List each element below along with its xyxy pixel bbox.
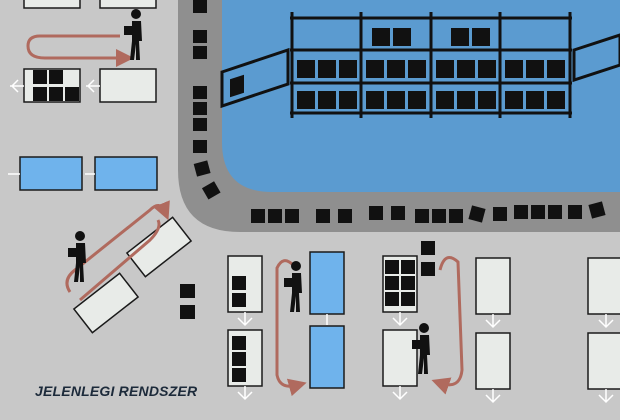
shelving-racks xyxy=(220,12,620,118)
boxes-bottom-edge xyxy=(251,201,606,223)
worker-icon xyxy=(284,261,302,312)
carts-top-left xyxy=(8,0,158,191)
carts-bottom xyxy=(227,241,620,404)
diagram-caption: JELENLEGI RENDSZER xyxy=(35,383,198,399)
boxes-left-edge xyxy=(193,0,221,200)
worker-icon xyxy=(124,9,142,60)
carts-diagonal xyxy=(65,200,195,334)
